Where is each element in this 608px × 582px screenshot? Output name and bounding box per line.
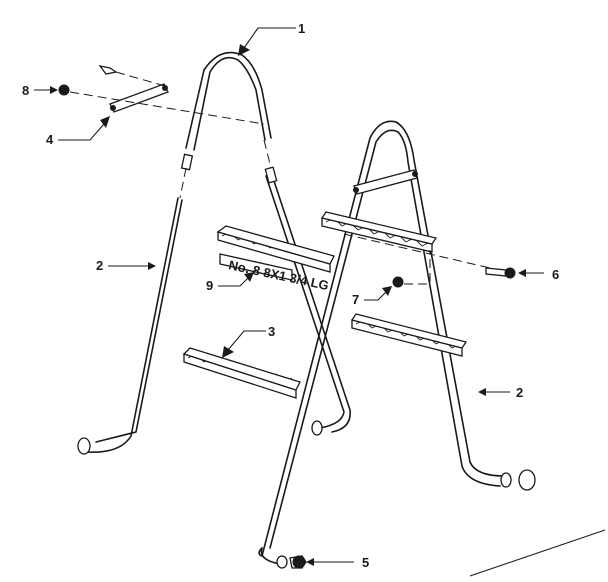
right-foot-end	[500, 472, 512, 488]
foot-cap-right	[518, 469, 536, 491]
part-7-nut	[392, 276, 404, 288]
crossbar-bolt-right	[412, 171, 418, 177]
callout-4: 4	[46, 132, 54, 147]
callout-1: 1	[298, 21, 305, 36]
rear-leg-inner	[265, 175, 345, 429]
left-joint-sleeve	[180, 153, 194, 171]
left-joint-dash	[179, 167, 187, 199]
foot-cap-part-5	[289, 555, 307, 569]
callout-8: 8	[22, 83, 29, 98]
callout-7: 7	[352, 292, 359, 307]
top-arch-inner	[185, 51, 272, 149]
ground-line	[469, 529, 606, 577]
step-tread-upper-right	[320, 211, 438, 253]
rear-leg-outer	[271, 174, 351, 433]
bolt-icon	[98, 65, 166, 87]
left-leg-outer	[95, 199, 183, 443]
foot-cap-icon	[485, 267, 516, 279]
callout-5: 5	[362, 555, 369, 570]
link-bar-part-4	[109, 83, 169, 113]
right-frame-left-side	[258, 120, 505, 557]
step-tread-lower-left	[182, 347, 301, 399]
left-frame	[77, 51, 351, 455]
right-crossbar	[353, 169, 418, 195]
callout-9: 9	[206, 278, 213, 293]
crossbar-bolt-left	[353, 187, 359, 193]
right-frame	[258, 120, 512, 569]
callout-2-right: 2	[516, 385, 523, 400]
callout-3: 3	[268, 324, 275, 339]
nut-icon	[58, 84, 70, 96]
rear-foot-end	[311, 420, 323, 436]
callout-2-left: 2	[96, 258, 103, 273]
callout-6: 6	[552, 267, 559, 282]
right-joint-dash	[263, 139, 272, 169]
bolt-axis-line	[69, 91, 265, 125]
part-6-axis	[343, 233, 491, 269]
left-foot-end	[77, 437, 91, 455]
front-foot-end	[276, 555, 288, 569]
top-arch-outer	[193, 56, 266, 151]
left-leg-inner	[85, 197, 179, 453]
right-joint-sleeve	[264, 166, 278, 184]
step-tread-lower-right	[350, 313, 468, 357]
step-tread-upper-left	[216, 225, 335, 273]
right-frame-left-side-inner	[269, 129, 501, 549]
